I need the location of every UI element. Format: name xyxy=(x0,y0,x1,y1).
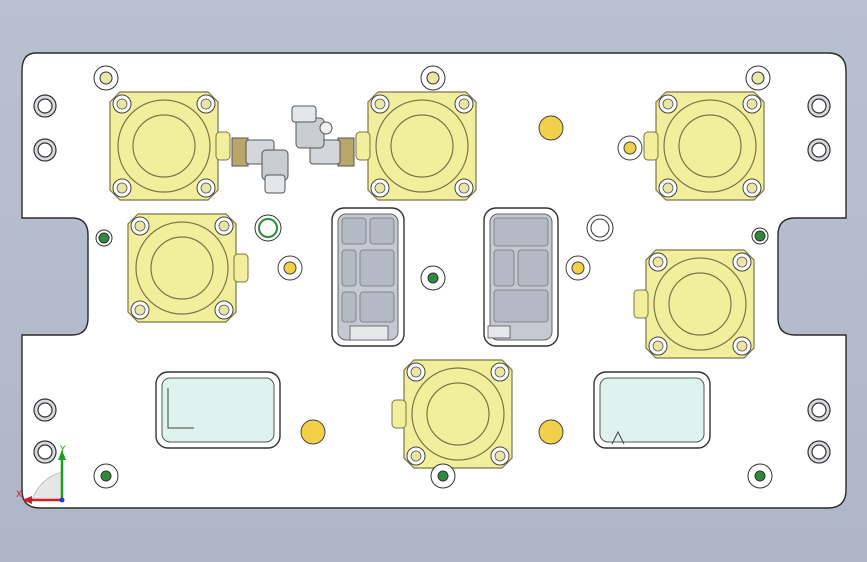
bolt-head xyxy=(116,98,128,110)
cylinder-group xyxy=(109,91,765,469)
dowel-pins xyxy=(93,227,773,489)
bolt-head xyxy=(736,256,748,268)
fitting-tube-right xyxy=(291,105,317,123)
bolt-head xyxy=(200,182,212,194)
bolt-head xyxy=(218,304,230,316)
bolt-head xyxy=(458,98,470,110)
edge-holes xyxy=(33,94,831,464)
axis-x-label: X xyxy=(16,490,22,500)
bolt-head xyxy=(374,182,386,194)
bolt-head xyxy=(374,98,386,110)
cylinder-tab xyxy=(233,253,249,283)
bolt-head xyxy=(662,98,674,110)
piston-rod xyxy=(678,114,742,178)
bolt-head xyxy=(218,220,230,232)
bolt-head xyxy=(746,182,758,194)
bolt-head xyxy=(494,366,506,378)
bolt-head xyxy=(736,340,748,352)
bolt-head xyxy=(652,256,664,268)
cylinder-mid-left[interactable] xyxy=(127,213,249,323)
bolt-head xyxy=(494,450,506,462)
piston-rod xyxy=(426,382,490,446)
pneumatic-fittings xyxy=(231,105,355,194)
bolt-head xyxy=(652,340,664,352)
cylinder-tab xyxy=(391,399,407,429)
axis-y-label: Y xyxy=(59,445,66,455)
axis-z-point xyxy=(59,497,65,503)
cylinder-top-right[interactable] xyxy=(643,91,765,201)
bolt-head xyxy=(746,98,758,110)
fitting-port xyxy=(319,121,333,135)
cylinder-tab xyxy=(633,289,649,319)
bolt-head xyxy=(134,304,146,316)
bolt-head xyxy=(410,450,422,462)
axis-y-arrow xyxy=(58,450,66,460)
bolt-head xyxy=(200,98,212,110)
piston-rod xyxy=(132,114,196,178)
piston-rod xyxy=(150,236,214,300)
fitting-tube-left xyxy=(264,174,286,194)
axis-x-arrow xyxy=(22,496,32,504)
bolt-head xyxy=(662,182,674,194)
cylinder-tab xyxy=(643,131,659,161)
cylinder-tab xyxy=(215,131,231,161)
bolt-head xyxy=(116,182,128,194)
bottom-window-right xyxy=(593,371,711,449)
center-pocket-right xyxy=(483,207,559,347)
bolt-head xyxy=(458,182,470,194)
bolt-head xyxy=(410,366,422,378)
axis-triad[interactable]: X Y xyxy=(16,445,66,504)
cylinder-tab xyxy=(355,131,371,161)
cylinder-top-center[interactable] xyxy=(355,91,477,201)
bottom-window-left xyxy=(155,371,281,449)
center-pocket-left xyxy=(331,207,405,347)
cylinder-top-left[interactable] xyxy=(109,91,231,201)
locator-pins xyxy=(277,115,643,445)
bolt-head xyxy=(134,220,146,232)
piston-rod xyxy=(668,272,732,336)
cylinder-mid-right[interactable] xyxy=(633,249,755,359)
counterbored-holes xyxy=(93,65,771,242)
cylinder-bottom-center[interactable] xyxy=(391,359,513,469)
piston-rod xyxy=(390,114,454,178)
